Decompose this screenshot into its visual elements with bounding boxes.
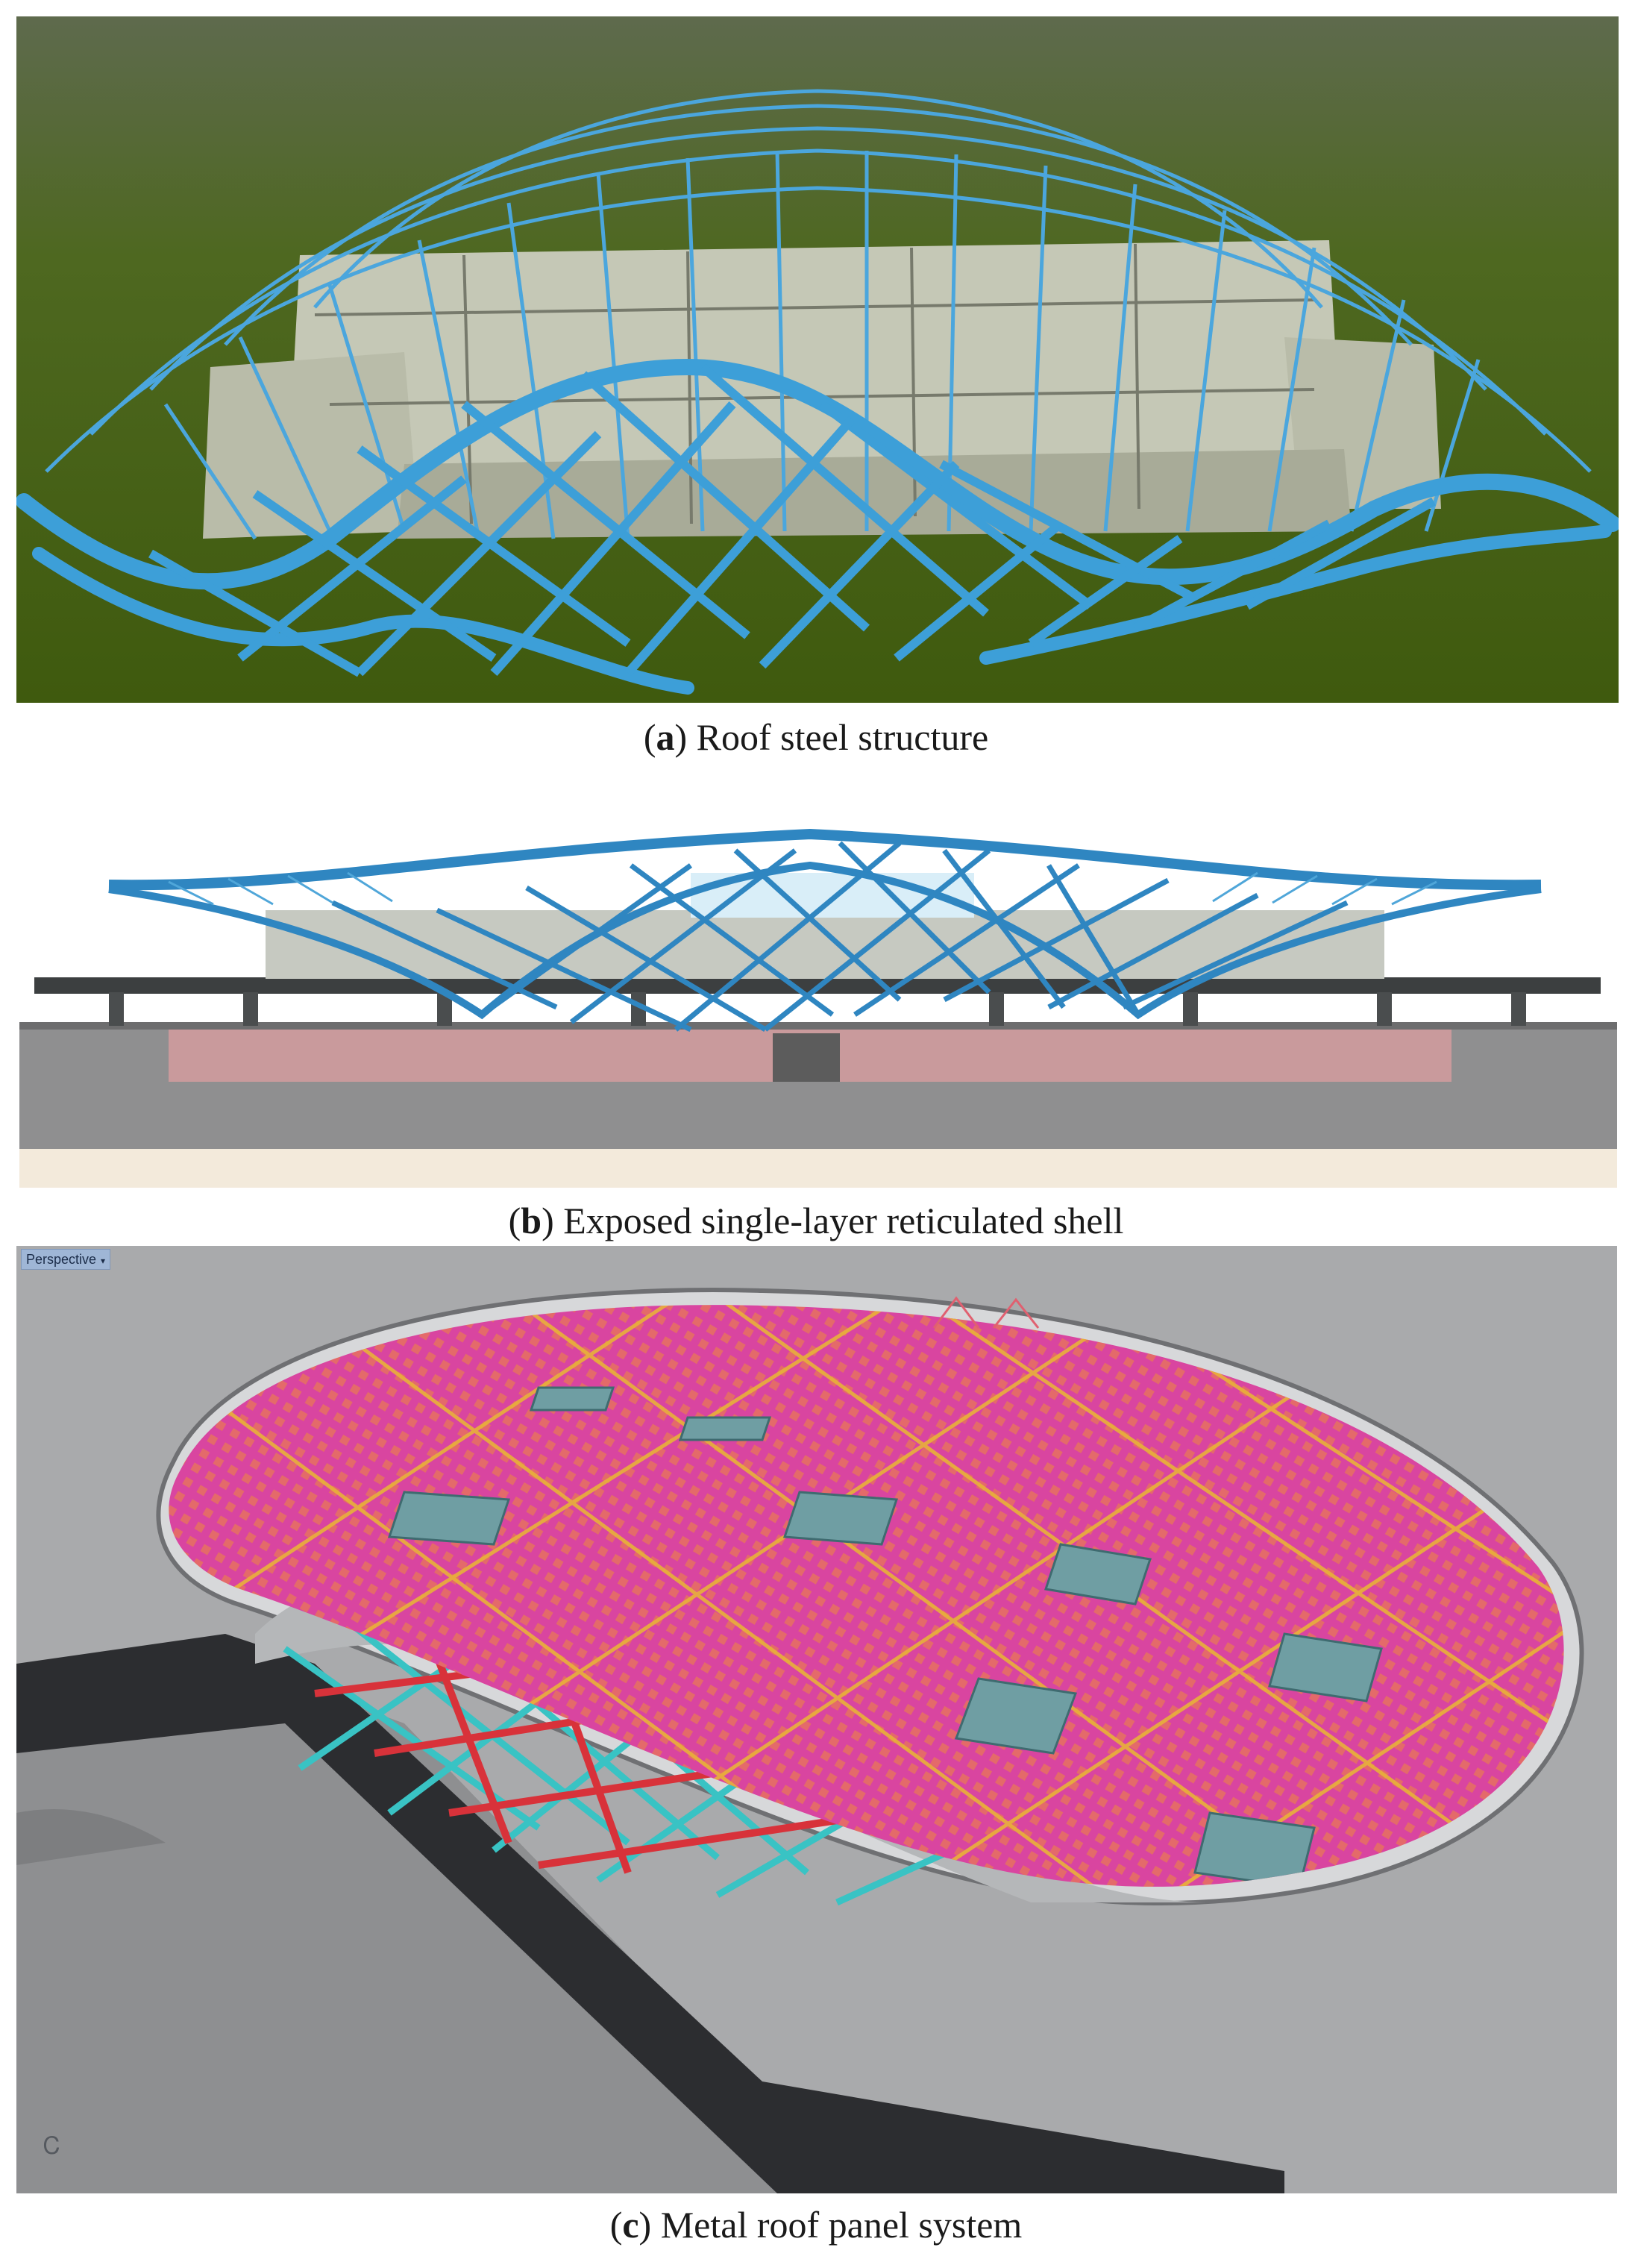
- viewport-perspective-tab[interactable]: Perspective ▾: [21, 1249, 111, 1270]
- caption-b-letter: b: [521, 1200, 542, 1241]
- caption-b-text: Exposed single-layer reticulated shell: [563, 1200, 1124, 1241]
- axis-gizmo-icon: Ꮯ: [43, 2132, 60, 2159]
- road: [16, 1634, 1284, 2193]
- reticulated-shell-elevation: [19, 821, 1617, 1188]
- caption-b: (b) Exposed single-layer reticulated she…: [508, 1200, 1124, 1241]
- caption-a-text: Roof steel structure: [696, 716, 989, 758]
- ground-band: [19, 1149, 1617, 1188]
- reticulated-shell-illustration: [19, 821, 1617, 1188]
- skylight-panels: [387, 1386, 1383, 1887]
- roof-panel-illustration: [16, 1246, 1617, 2193]
- caption-c-text: Metal roof panel system: [660, 2204, 1023, 2246]
- steel-structure-illustration: [16, 16, 1619, 703]
- top-truss: [932, 1296, 1040, 1329]
- shell-roof: [108, 828, 1542, 1033]
- roof-steel-structure-render: [16, 16, 1619, 703]
- caption-c-letter: c: [622, 2204, 639, 2246]
- caption-c: (c) Metal roof panel system: [609, 2204, 1023, 2246]
- roof-diagrid-near: [148, 363, 1436, 677]
- caption-a: (a) Roof steel structure: [643, 716, 989, 758]
- metal-roof-panel-viewport: Perspective ▾ Ꮯ: [16, 1246, 1617, 2193]
- viewport-label: Perspective: [26, 1252, 97, 1267]
- viewport-menu-icon[interactable]: ▾: [101, 1256, 106, 1266]
- station-hall: [266, 910, 1384, 979]
- caption-a-letter: a: [656, 716, 675, 758]
